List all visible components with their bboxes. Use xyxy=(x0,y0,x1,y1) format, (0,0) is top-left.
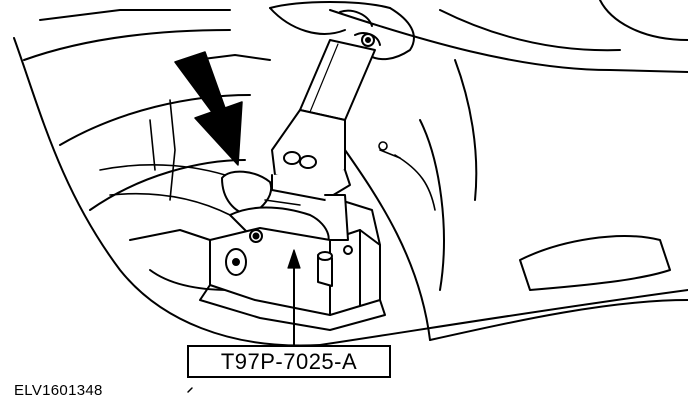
figure-id-label: ELV1601348 xyxy=(14,382,103,399)
tool-number-callout: T97P-7025-A xyxy=(187,345,391,378)
arrow-up-icon xyxy=(287,249,301,346)
arrow-down-left-icon xyxy=(174,51,243,166)
hand xyxy=(269,1,415,61)
tool-head xyxy=(271,109,351,201)
console-outline xyxy=(13,0,688,347)
console-trim xyxy=(99,99,436,216)
fasteners xyxy=(225,229,353,287)
tick-mark xyxy=(187,387,193,393)
tool-number-label: T97P-7025-A xyxy=(220,348,358,374)
tool-shaft xyxy=(299,32,381,121)
